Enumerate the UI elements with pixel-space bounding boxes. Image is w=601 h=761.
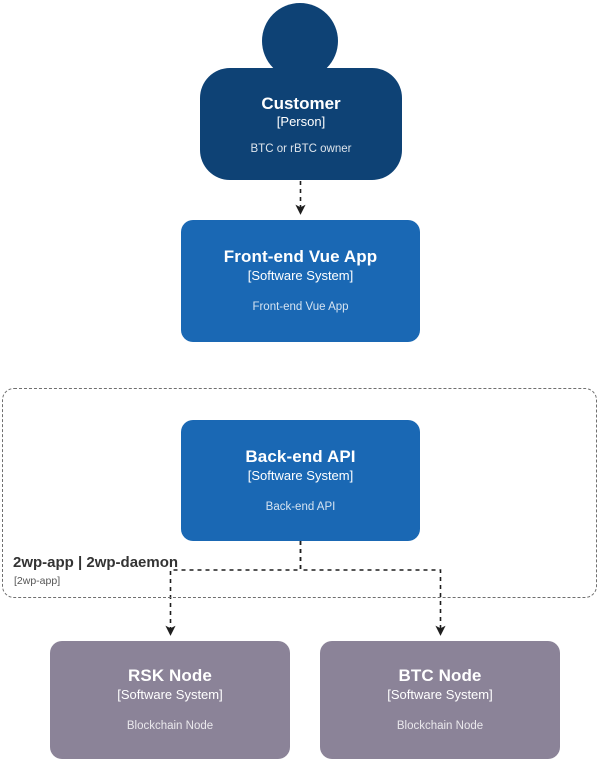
node-customer-type: [Person] [276, 113, 326, 129]
node-backend-description: Back-end API [265, 500, 336, 513]
person-head-icon [262, 3, 338, 79]
node-customer-title: Customer [261, 93, 341, 113]
boundary-label: 2wp-app | 2wp-daemon [13, 554, 179, 571]
person-body: Customer [Person] BTC or rBTC owner [200, 68, 402, 180]
node-btc-title: BTC Node [398, 666, 482, 685]
node-frontend-type: [Software System] [247, 268, 354, 283]
node-rsk-type: [Software System] [117, 687, 223, 702]
node-frontend-title: Front-end Vue App [223, 247, 378, 266]
node-backend-type: [Software System] [247, 467, 354, 483]
node-btc-node[interactable]: BTC Node [Software System] Blockchain No… [320, 641, 560, 759]
node-frontend-vue-app[interactable]: Front-end Vue App [Software System] Fron… [181, 220, 420, 342]
node-customer[interactable]: Customer [Person] BTC or rBTC owner [200, 3, 402, 180]
node-frontend-description: Front-end Vue App [252, 301, 349, 313]
node-backend-api[interactable]: Back-end API [Software System] Back-end … [181, 420, 420, 541]
boundary-type: [2wp-app] [14, 575, 61, 587]
node-rsk-node[interactable]: RSK Node [Software System] Blockchain No… [50, 641, 290, 759]
node-btc-type: [Software System] [387, 687, 493, 702]
node-rsk-description: Blockchain Node [126, 720, 214, 732]
node-rsk-title: RSK Node [128, 666, 212, 685]
boundary-2wp-app: 2wp-app | 2wp-daemon [2wp-app] [2, 388, 597, 598]
node-btc-description: Blockchain Node [396, 720, 484, 732]
node-backend-title: Back-end API [245, 446, 356, 466]
node-customer-description: BTC or rBTC owner [250, 142, 352, 155]
